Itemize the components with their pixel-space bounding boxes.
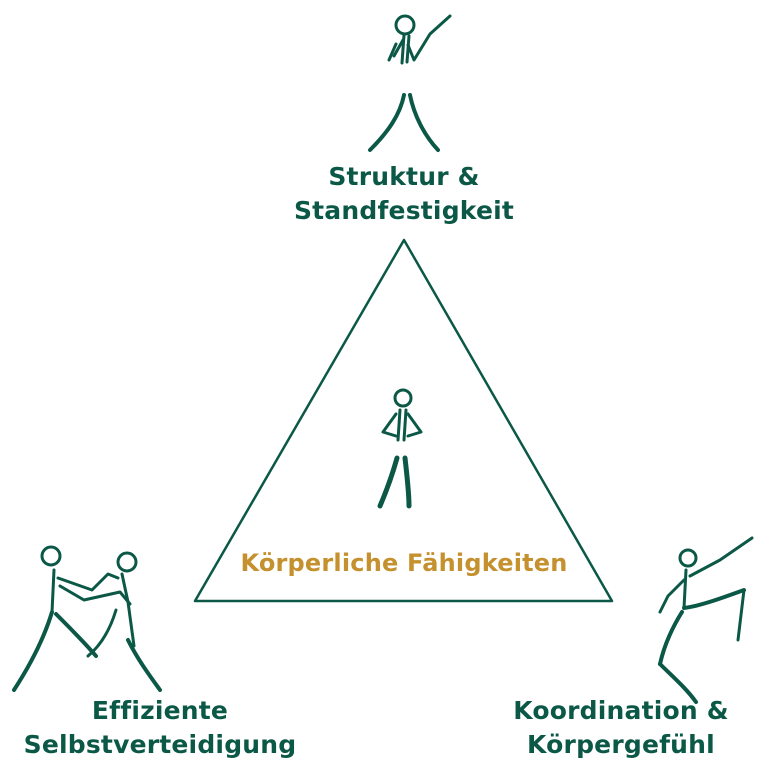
label-line: Standfestigkeit	[293, 196, 515, 225]
cheering-stick-figure-icon	[368, 14, 452, 152]
label-struktur-standfestigkeit: Struktur & Standfestigkeit	[254, 160, 554, 228]
label-effiziente-selbstverteidigung: Effiziente Selbstverteidigung	[10, 694, 310, 762]
label-line: Effiziente	[91, 696, 229, 725]
label-koerperliche-faehigkeiten: Körperliche Fähigkeiten	[204, 546, 604, 580]
label-line: Körperliche Fähigkeiten	[240, 549, 568, 577]
label-koordination-koerpergefuehl: Koordination & Körpergefühl	[481, 694, 761, 762]
label-line: Selbstverteidigung	[23, 730, 297, 759]
standing-stick-figure-icon	[377, 388, 423, 509]
label-line: Struktur &	[328, 162, 480, 191]
label-line: Körpergefühl	[527, 730, 715, 759]
triangle-outline	[193, 238, 614, 603]
kicking-stick-figure-icon	[658, 536, 754, 704]
label-line: Koordination &	[513, 696, 729, 725]
sparring-stick-figures-icon	[12, 545, 162, 692]
